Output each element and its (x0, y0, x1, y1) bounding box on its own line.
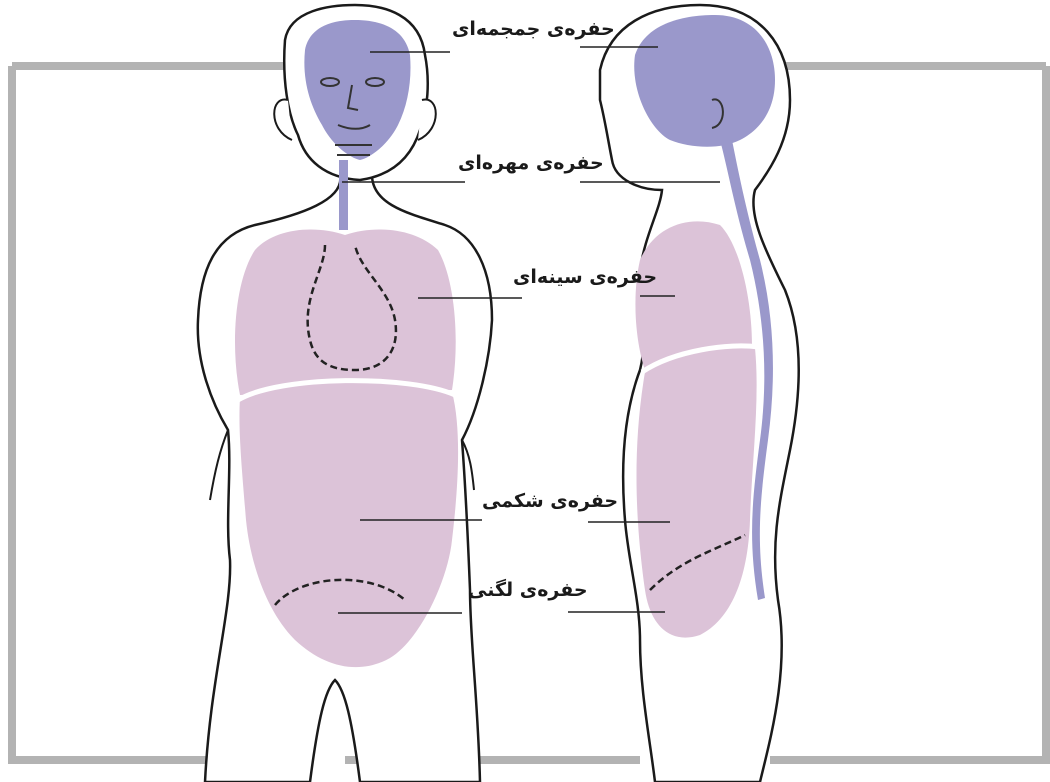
frame-left (12, 66, 220, 760)
label-cranial-cavity: حفره‌ی جمجمه‌ای (452, 20, 615, 39)
front-vertebral-cavity (339, 160, 348, 230)
front-view (198, 5, 492, 782)
label-abdominal-cavity: حفره‌ی شکمی (482, 492, 618, 511)
side-view (600, 5, 799, 782)
label-pelvic-cavity: حفره‌ی لگنی (468, 581, 588, 600)
label-thoracic-cavity: حفره‌ی سینه‌ای (513, 268, 657, 287)
label-vertebral-cavity: حفره‌ی مهره‌ای (458, 154, 604, 173)
front-left-arm-line (210, 430, 228, 500)
frame-right (770, 66, 1046, 760)
side-cranial-cavity (634, 15, 775, 147)
